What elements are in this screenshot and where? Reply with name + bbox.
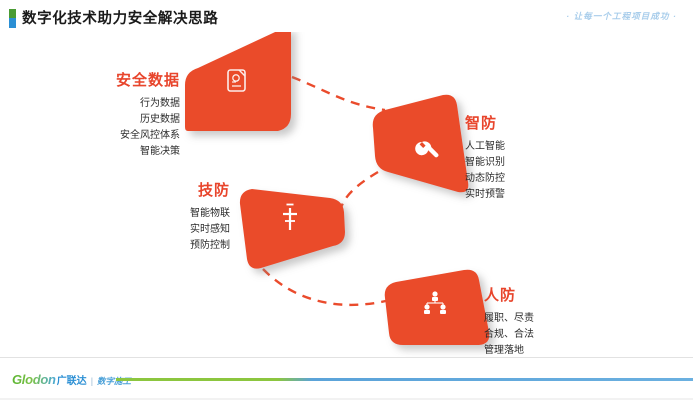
node-items-jifang: 智能物联 实时感知 预防控制 (120, 206, 230, 254)
wrench-icon (415, 141, 439, 158)
node-item: 安全风控体系 (120, 130, 180, 141)
node-item: 实时预警 (465, 189, 505, 200)
brand-logo: Glodon 广联达 | 数字施工 (12, 372, 131, 387)
connector-anquan-to-zhifang (291, 75, 386, 112)
node-item: 人工智能 (465, 141, 505, 152)
antenna-sensor-icon (283, 203, 297, 230)
logo-subbrand: 数字施工 (97, 376, 132, 386)
node-item: 管理落地 (484, 345, 524, 356)
node-item: 智能物联 (190, 208, 230, 219)
connector-jifang-to-renfang (262, 268, 391, 307)
footer-divider-line (116, 378, 693, 381)
node-item: 合规、合法 (484, 329, 534, 340)
node-label-zhifang: 智防 人工智能 智能识别 动态防控 实时预警 (465, 115, 595, 203)
logo-separator: | (90, 376, 94, 386)
node-shape-anquan-shuju[interactable] (185, 32, 291, 131)
org-people-icon (424, 291, 446, 314)
title-marker-green (9, 9, 16, 18)
node-heading-jifang: 技防 (197, 182, 230, 199)
node-item: 动态防控 (465, 173, 505, 184)
node-item: 预防控制 (190, 240, 230, 251)
node-items-zhifang: 人工智能 智能识别 动态防控 实时预警 (465, 139, 595, 203)
node-shape-jifang[interactable] (239, 189, 345, 269)
node-item: 历史数据 (140, 114, 180, 125)
node-items-renfang: 履职、尽责 合规、合法 管理落地 (484, 311, 614, 359)
node-label-anquan-shuju: 安全数据 行为数据 历史数据 安全风控体系 智能决策 (60, 72, 180, 160)
bottom-strip (0, 398, 693, 400)
connector-zhifang-to-jifang (339, 170, 379, 209)
page-title: 数字化技术助力安全解决思路 (22, 11, 219, 27)
node-items-anquan-shuju: 行为数据 历史数据 安全风控体系 智能决策 (60, 96, 180, 160)
node-shape-zhifang[interactable] (372, 94, 469, 193)
slide-footer: Glodon 广联达 | 数字施工 (0, 357, 693, 400)
node-shape-renfang[interactable] (384, 269, 490, 345)
node-label-jifang: 技防 智能物联 实时感知 预防控制 (120, 182, 230, 254)
node-heading-zhifang: 智防 (465, 115, 498, 132)
node-label-renfang: 人防 履职、尽责 合规、合法 管理落地 (484, 287, 614, 359)
node-item: 行为数据 (140, 98, 180, 109)
node-heading-anquan-shuju: 安全数据 (115, 72, 180, 89)
node-item: 履职、尽责 (484, 313, 534, 324)
node-item: 智能识别 (465, 157, 505, 168)
slide-header: 数字化技术助力安全解决思路 · 让每一个工程项目成功 · (0, 0, 693, 32)
header-tagline: · 让每一个工程项目成功 · (566, 11, 677, 21)
title-marker-blue (9, 18, 16, 28)
node-item: 实时感知 (190, 224, 230, 235)
node-item: 智能决策 (140, 146, 180, 157)
diagram-svg (185, 32, 490, 345)
data-document-icon (227, 69, 246, 92)
node-heading-renfang: 人防 (484, 287, 517, 304)
diagram-canvas: 安全数据 行为数据 历史数据 安全风控体系 智能决策 智防 人工智能 智能识别 … (0, 32, 693, 357)
logo-wordmark-cn: 广联达 (56, 376, 87, 387)
logo-wordmark-en: Glodon (12, 372, 56, 387)
title-marker (9, 9, 16, 28)
